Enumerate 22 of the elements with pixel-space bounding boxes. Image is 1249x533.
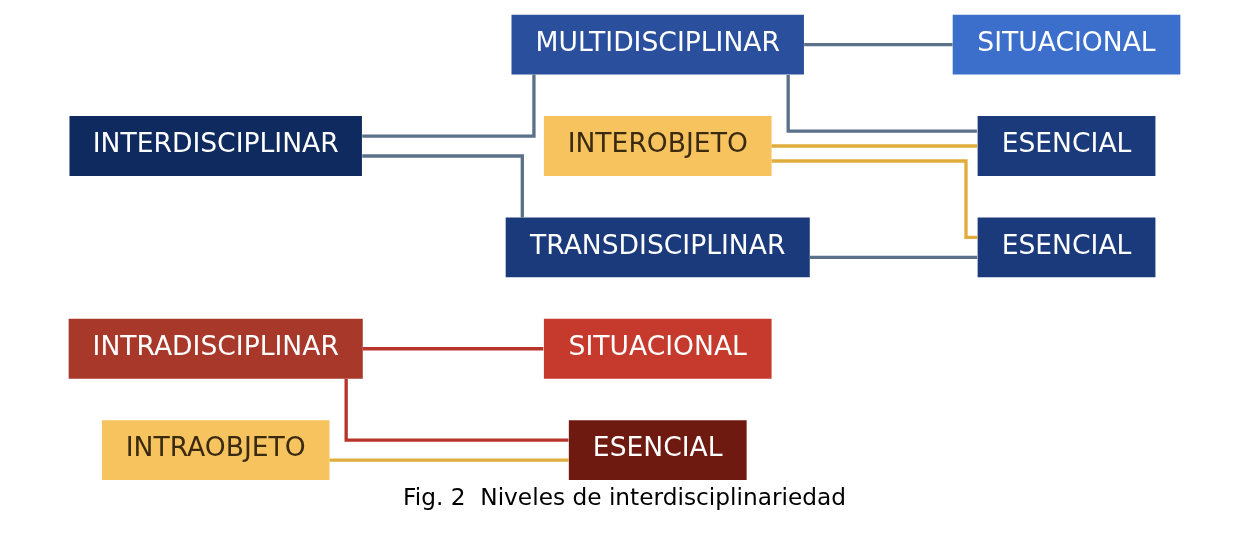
node-box: SITUACIONAL — [952, 14, 1181, 75]
connector — [786, 74, 977, 133]
connector — [362, 154, 524, 218]
node-box: INTERDISCIPLINAR — [69, 116, 362, 176]
connector — [362, 74, 536, 138]
node-box: INTRAOBJETO — [101, 420, 330, 481]
node-box: ESENCIAL — [568, 420, 747, 481]
node-box: ESENCIAL — [977, 116, 1156, 176]
connector — [329, 458, 569, 462]
connector — [771, 159, 978, 240]
connector — [809, 255, 978, 260]
caption: Fig. 2 Niveles de interdisciplinariedad — [403, 483, 846, 511]
node-box: INTEROBJETO — [543, 116, 772, 176]
connector — [804, 43, 953, 47]
node-box: INTRADISCIPLINAR — [68, 318, 363, 379]
connector — [362, 347, 544, 351]
connector — [344, 378, 569, 442]
connector — [771, 144, 978, 148]
node-box: SITUACIONAL — [543, 318, 772, 379]
node-box: TRANSDISCIPLINAR — [505, 217, 810, 278]
node-box: MULTIDISCIPLINAR — [511, 14, 804, 75]
node-box: ESENCIAL — [977, 217, 1156, 278]
